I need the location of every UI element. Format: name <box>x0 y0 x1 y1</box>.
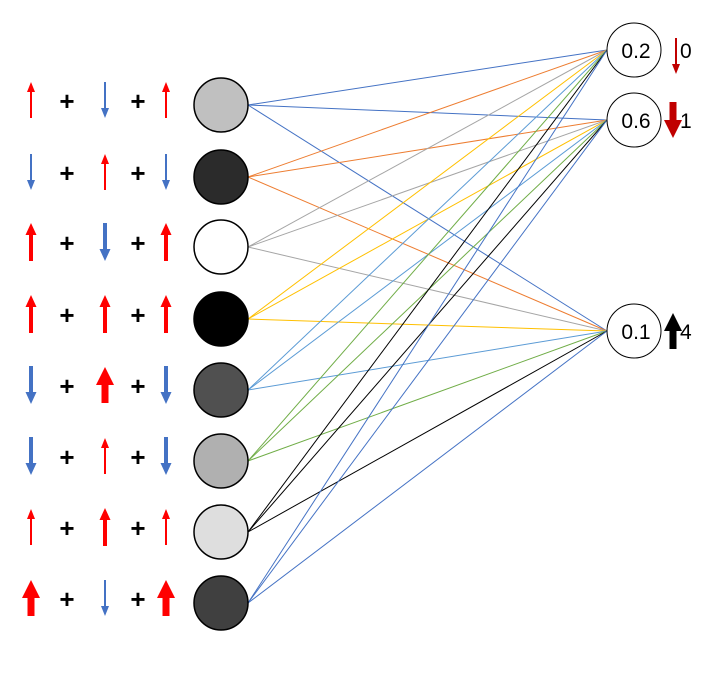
spin-down-arrow-icon <box>664 102 682 138</box>
spin-down-arrow-icon <box>99 223 111 261</box>
input-row: ++ <box>25 219 249 275</box>
spin-up-arrow-icon <box>96 367 114 403</box>
spin-down-arrow-icon <box>162 154 170 190</box>
output-node <box>606 303 662 359</box>
connection-3-to-output-2 <box>247 119 608 248</box>
input-node <box>193 433 249 489</box>
spin-up-arrow-icon <box>99 508 111 546</box>
plus-sign: + <box>130 442 145 472</box>
spin-down-arrow-icon <box>160 437 172 475</box>
output-label: 4 <box>680 321 692 344</box>
output-label: 1 <box>680 110 692 133</box>
plus-sign: + <box>130 584 145 614</box>
connection-7-to-output-3 <box>247 330 608 533</box>
connections <box>247 49 608 604</box>
connection-5-to-output-1 <box>247 49 608 391</box>
input-row: ++ <box>22 575 249 631</box>
input-node <box>193 291 249 347</box>
connection-5-to-output-3 <box>247 330 608 391</box>
connection-2-to-output-3 <box>247 176 608 332</box>
connection-3-to-output-3 <box>247 246 608 332</box>
spin-up-arrow-icon <box>101 438 109 474</box>
input-node <box>193 362 249 418</box>
connection-2-to-output-1 <box>247 49 608 178</box>
input-node <box>193 219 249 275</box>
spin-up-arrow-icon <box>664 313 682 349</box>
spin-up-arrow-icon <box>157 580 175 616</box>
connection-8-to-output-3 <box>247 330 608 604</box>
spin-up-arrow-icon <box>101 154 109 190</box>
input-row: ++ <box>25 433 249 489</box>
plus-sign: + <box>59 584 74 614</box>
plus-sign: + <box>59 300 74 330</box>
spin-down-arrow-icon <box>101 580 109 616</box>
connection-4-to-output-1 <box>247 49 608 320</box>
input-node <box>193 575 249 631</box>
input-row: ++ <box>25 291 249 347</box>
input-row: ++ <box>27 504 249 560</box>
plus-sign: + <box>59 513 74 543</box>
connection-8-to-output-1 <box>247 49 608 604</box>
connection-6-to-output-1 <box>247 49 608 462</box>
output-node <box>606 92 662 148</box>
spin-down-arrow-icon <box>672 38 680 74</box>
connection-3-to-output-1 <box>247 49 608 248</box>
spin-up-arrow-icon <box>22 580 40 616</box>
spin-up-arrow-icon <box>160 295 172 333</box>
spin-down-arrow-icon <box>160 366 172 404</box>
spin-up-arrow-icon <box>160 223 172 261</box>
connection-1-to-output-1 <box>247 49 608 106</box>
spin-up-arrow-icon <box>25 223 37 261</box>
plus-sign: + <box>59 86 74 116</box>
spin-down-arrow-icon <box>25 366 37 404</box>
plus-sign: + <box>59 371 74 401</box>
plus-sign: + <box>130 86 145 116</box>
input-node <box>193 149 249 205</box>
input-row: ++ <box>27 149 249 205</box>
plus-sign: + <box>130 158 145 188</box>
spin-down-arrow-icon <box>101 82 109 118</box>
spin-down-arrow-icon <box>27 154 35 190</box>
output-value: 0.6 <box>621 110 650 133</box>
connection-4-to-output-3 <box>247 318 608 332</box>
connection-1-to-output-2 <box>247 104 608 121</box>
spin-up-arrow-icon <box>162 82 170 118</box>
output-label: 0 <box>680 40 692 63</box>
connection-8-to-output-2 <box>247 119 608 604</box>
connection-1-to-output-3 <box>247 104 608 332</box>
output-value: 0.2 <box>621 40 650 63</box>
spin-up-arrow-icon <box>25 295 37 333</box>
output-node <box>606 22 662 78</box>
connection-7-to-output-1 <box>247 49 608 533</box>
output-value: 0.1 <box>621 321 650 344</box>
spin-up-arrow-icon <box>27 82 35 118</box>
input-node <box>193 504 249 560</box>
plus-sign: + <box>59 228 74 258</box>
plus-sign: + <box>130 300 145 330</box>
connection-6-to-output-3 <box>247 330 608 462</box>
spin-up-arrow-icon <box>162 509 170 545</box>
input-row: ++ <box>27 77 249 133</box>
input-node <box>193 77 249 133</box>
input-row: ++ <box>25 362 249 418</box>
spin-down-arrow-icon <box>25 437 37 475</box>
plus-sign: + <box>130 513 145 543</box>
plus-sign: + <box>59 442 74 472</box>
spin-up-arrow-icon <box>27 509 35 545</box>
spin-up-arrow-icon <box>99 295 111 333</box>
plus-sign: + <box>130 371 145 401</box>
plus-sign: + <box>59 158 74 188</box>
plus-sign: + <box>130 228 145 258</box>
